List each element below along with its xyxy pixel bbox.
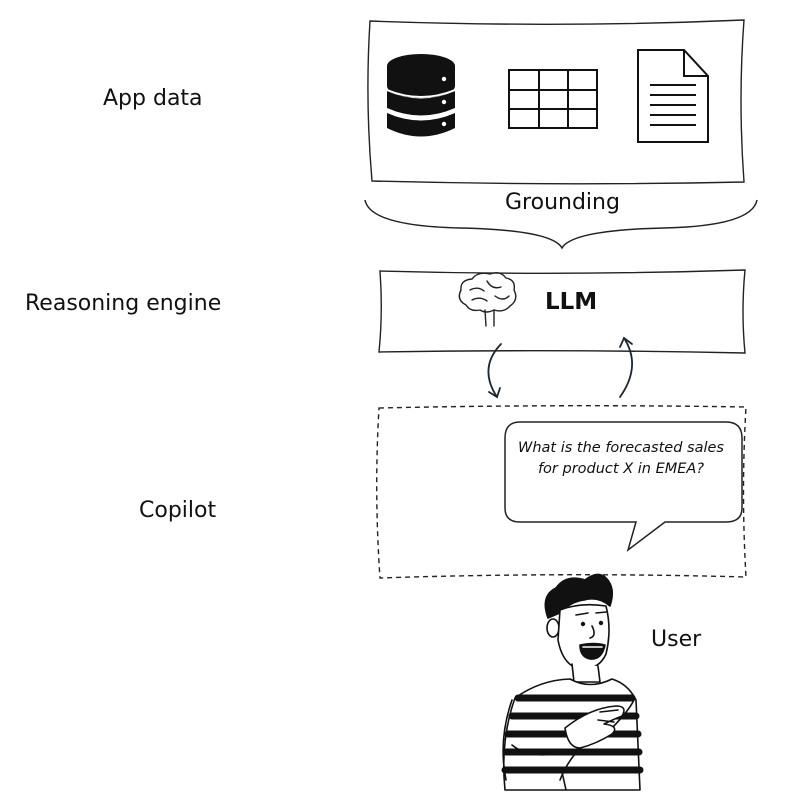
- copilot-frame: [376, 405, 747, 579]
- table-icon: [508, 69, 598, 129]
- copilot-label: Copilot: [139, 498, 217, 523]
- database-icon: [386, 54, 456, 137]
- brain-icon: [458, 271, 517, 327]
- person-illustration: [501, 573, 644, 791]
- app-data-panel: [367, 19, 745, 185]
- llm-panel: [378, 269, 746, 354]
- arrow-up-icon: [619, 336, 633, 398]
- app-data-label: App data: [103, 86, 203, 111]
- arrow-down-icon: [487, 343, 502, 399]
- grounding-label: Grounding: [505, 190, 620, 215]
- speech-bubble: [504, 421, 743, 552]
- grounding-brace: [364, 199, 758, 250]
- speech-bubble-text: What is the forecasted sales for product…: [518, 440, 724, 477]
- document-icon: [637, 49, 709, 143]
- llm-label: LLM: [545, 289, 598, 315]
- user-label: User: [651, 627, 702, 652]
- reasoning-engine-label: Reasoning engine: [25, 291, 222, 316]
